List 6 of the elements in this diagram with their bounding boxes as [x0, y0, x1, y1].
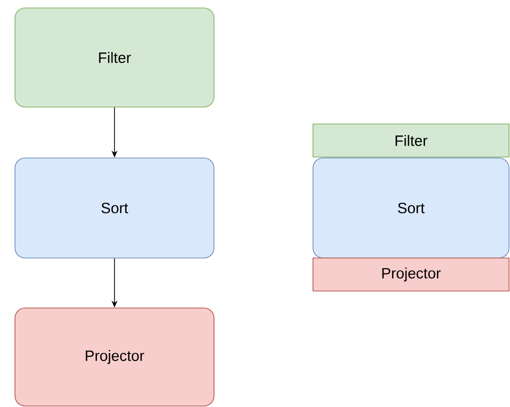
process-box: Sort	[14, 158, 214, 258]
header-band: Filter	[312, 124, 510, 158]
process-box: Projector	[14, 308, 214, 406]
footer-band: Projector	[312, 258, 510, 292]
process-box: Filter	[14, 8, 214, 108]
process-box: Sort	[312, 158, 510, 258]
